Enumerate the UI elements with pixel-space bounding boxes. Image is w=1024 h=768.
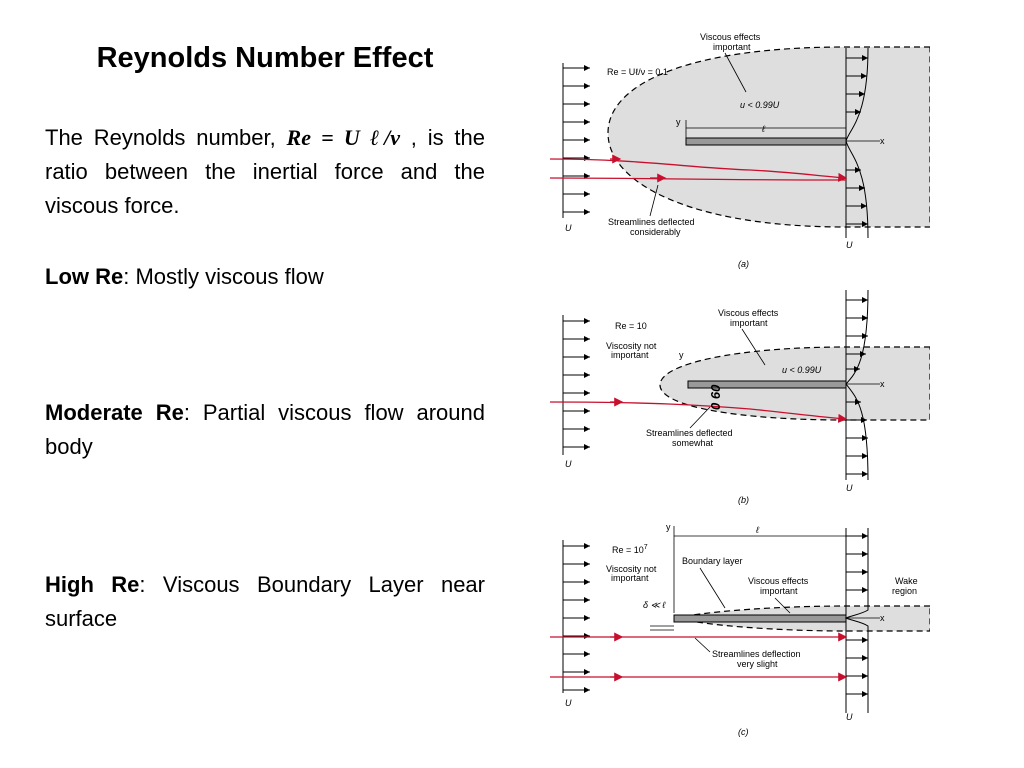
y-label-c: y: [666, 522, 671, 532]
figure-b-moderate-re: Re = 10 Viscosity not important Viscous …: [550, 289, 930, 505]
low-re-desc: : Mostly viscous flow: [123, 264, 324, 289]
streamlines-label-b-2: somewhat: [672, 438, 714, 448]
low-re-paragraph: Low Re: Mostly viscous flow: [45, 260, 485, 294]
re-label-c: Re = 107: [612, 544, 648, 555]
moderate-re-paragraph: Moderate Re: Partial viscous flow around…: [45, 396, 485, 464]
caption-c: (c): [738, 727, 749, 737]
u-left-label-c: U: [565, 698, 572, 708]
intro-suffix: , is the ratio between the inertial forc…: [45, 125, 485, 218]
u-left-label-a: U: [565, 223, 572, 233]
caption-b: (b): [738, 495, 749, 505]
u-right-label-c: U: [846, 712, 853, 722]
viscous-label-c-2: important: [760, 586, 798, 596]
streamlines-label-a-1: Streamlines deflected: [608, 217, 695, 227]
viscous-label-a-2: important: [713, 42, 751, 52]
caption-a: (a): [738, 259, 749, 269]
streamlines-b: [550, 397, 848, 423]
streamlines-label-c-1: Streamlines deflection: [712, 649, 801, 659]
viscous-region-a: [607, 46, 930, 228]
wake-label-c-1: Wake: [895, 576, 918, 586]
velocity-profile-left-a: [562, 63, 590, 218]
x-label-b: x: [880, 379, 885, 389]
ell-label-c: ℓ: [755, 525, 759, 535]
delta-label-c: δ ≪ ℓ: [643, 600, 665, 610]
velocity-profile-left-b: [562, 315, 590, 455]
velocity-profile-left-c: [562, 540, 590, 693]
viscous-label-b-1: Viscous effects: [718, 308, 779, 318]
viscosity-label-b-2: important: [611, 350, 649, 360]
moderate-re-desc: : Partial viscous flow around body: [45, 400, 485, 459]
re-label-c-base: Re = 10: [612, 545, 644, 555]
u-right-label-a: U: [846, 240, 853, 250]
intro-paragraph: The Reynolds number, Re = U ℓ/ν , is the…: [45, 121, 485, 223]
boundary-label-c: Boundary layer: [682, 556, 743, 566]
velocity-profile-right-c: [844, 528, 880, 713]
u-left-label-b: U: [565, 459, 572, 469]
u-cond-label-a: u < 0.99U: [740, 100, 780, 110]
flat-plate-c: [673, 614, 847, 623]
u-cond-label-b: u < 0.99U: [782, 365, 822, 375]
low-re-term: Low Re: [45, 264, 124, 289]
u-right-label-b: U: [846, 483, 853, 493]
streamlines-label-b-1: Streamlines deflected: [646, 428, 733, 438]
figure-c-high-re: Re = 107 Viscosity not important Boundar…: [550, 522, 930, 737]
ell-label-a: ℓ: [761, 124, 765, 134]
streamlines-c: [550, 632, 848, 682]
figure-a-low-re: Re = Uℓ/ν = 0.1 Viscous effects importan…: [550, 32, 930, 269]
wake-label-c-2: region: [892, 586, 917, 596]
viscous-label-b-2: important: [730, 318, 768, 328]
viscous-label-c-1: Viscous effects: [748, 576, 809, 586]
re-label-b: Re = 10: [615, 321, 647, 331]
y-label-b: y: [679, 350, 684, 360]
viscosity-label-c-2: important: [611, 573, 649, 583]
streamlines-a: [550, 154, 848, 183]
viscous-label-a-1: Viscous effects: [700, 32, 761, 42]
re-label-c-exp: 7: [644, 544, 648, 551]
viscosity-label-b-1: Viscosity not: [606, 341, 657, 351]
high-re-desc: : Viscous Boundary Layer near surface: [45, 572, 485, 631]
streamlines-label-a-2: considerably: [630, 227, 681, 237]
velocity-profile-right-b: [845, 289, 880, 481]
reynolds-formula: Re = U ℓ/ν: [286, 125, 400, 150]
y-label-a: y: [676, 117, 681, 127]
high-re-term: High Re: [45, 572, 140, 597]
slide-title: Reynolds Number Effect: [96, 42, 434, 74]
moderate-re-term: Moderate Re: [45, 400, 184, 425]
x-label-a: x: [880, 136, 885, 146]
viscosity-label-c-1: Viscosity not: [606, 564, 657, 574]
velocity-profile-right-a: [845, 47, 880, 239]
x-label-c: x: [880, 613, 885, 623]
streamlines-label-c-2: very slight: [737, 659, 778, 669]
overlay-text-b: 0 60: [708, 384, 723, 410]
re-label-a: Re = Uℓ/ν = 0.1: [607, 67, 668, 77]
flat-plate-a: [685, 137, 847, 146]
high-re-paragraph: High Re: Viscous Boundary Layer near sur…: [45, 568, 485, 636]
intro-prefix: The Reynolds number,: [45, 125, 287, 150]
